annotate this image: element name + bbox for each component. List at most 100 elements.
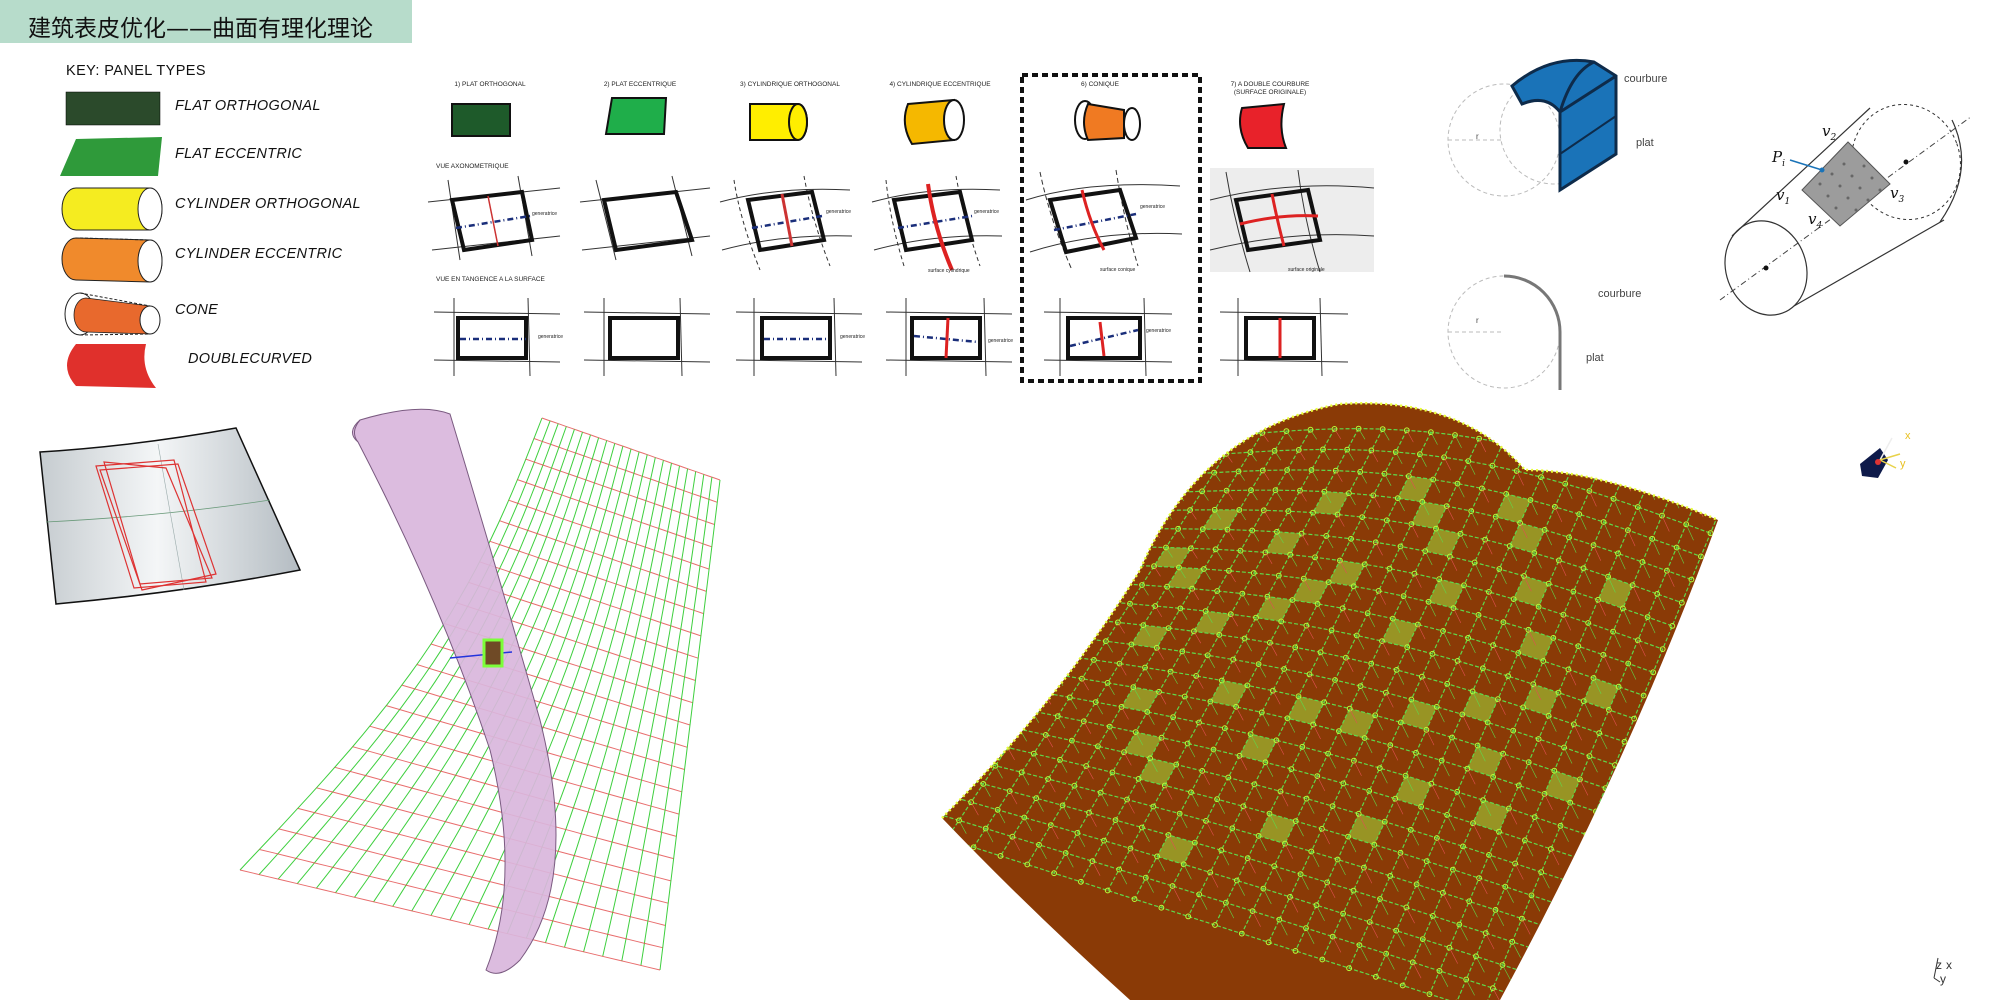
highlight-panel [1583, 677, 1619, 710]
rationalized-surface [941, 402, 1719, 1000]
label-v4: v4 [1808, 210, 1823, 231]
axo-2 [579, 175, 711, 261]
cone-panel [1801, 141, 1891, 227]
gizmo-label-y: y [1900, 458, 1906, 470]
annotation-generatrice-t3: generatrice [840, 334, 866, 340]
legend-label-flat-orthogonal: FLAT ORTHOGONAL [175, 98, 321, 114]
col-header-7: 7) A DOUBLE COURBURE (SURFACE ORIGINALE) [1230, 81, 1310, 96]
highlight-panel [1411, 501, 1447, 529]
annotation-generatrice-1: generatrice [532, 211, 558, 217]
label-radius-top: r [1476, 132, 1479, 141]
row-label-tangent: VUE EN TANGENCE A LA SURFACE [436, 276, 545, 283]
highlight-panel [1287, 696, 1325, 725]
legend-label-cone: CONE [175, 302, 219, 318]
cone-column-highlight [1020, 73, 1202, 383]
icon-double-courbure [1239, 102, 1288, 149]
grid-lines [239, 417, 721, 971]
title-bar [0, 0, 412, 43]
annotation-generatrice-4: generatrice [974, 209, 1000, 215]
curvature-diagrams [1447, 58, 1618, 390]
label-p-i: Pi [1772, 148, 1785, 169]
label-v2: v2 [1822, 122, 1837, 143]
panel-on-surface [39, 427, 302, 605]
highlight-panel [1121, 687, 1159, 712]
label-courbure-bottom: courbure [1598, 288, 1642, 300]
annotation-generatrice-6: generatrice [1140, 204, 1166, 210]
world-axis-icon [1933, 957, 1941, 983]
col-header-3: 3) CYLINDRIQUE ORTHOGONAL [740, 81, 840, 88]
highlight-panel [1138, 758, 1177, 786]
tan-6 [1043, 297, 1173, 377]
highlight-panel [1265, 531, 1302, 555]
ribbon-grid-diagram [239, 408, 721, 974]
selected-panel [482, 638, 504, 668]
highlight-panel [1518, 629, 1554, 662]
highlight-panel [1157, 834, 1195, 865]
bent-panel [1510, 58, 1618, 193]
label-courbure-top: courbure [1624, 73, 1668, 85]
legend-label-doublecurved: DOUBLECURVED [188, 351, 313, 367]
panel-types-table [427, 73, 1375, 383]
icon-cylindrique-eccentrique [903, 98, 965, 146]
row-label-axonometric: VUE AXONOMETRIQUE [436, 163, 509, 170]
highlight-panel [1338, 708, 1376, 739]
axo-1 [427, 175, 561, 261]
legend-label-cylinder-orthogonal: CYLINDER ORTHOGONAL [175, 196, 361, 212]
label-v1: v1 [1776, 186, 1791, 207]
label-plat-top: plat [1636, 137, 1654, 149]
gizmo-label-x: x [1905, 430, 1911, 442]
annotation-surface-conique: surface conique [1100, 267, 1136, 273]
label-v3: v3 [1890, 184, 1905, 205]
highlight-panel [1193, 611, 1231, 635]
highlight-panel [1124, 732, 1162, 759]
highlight-panel [1509, 523, 1545, 553]
col-header-6: 6) CONIQUE [1081, 81, 1119, 88]
legend-swatches [60, 91, 163, 388]
tan-3 [735, 297, 863, 377]
icon-plat-eccentrique [604, 97, 668, 135]
highlight-panel [1400, 699, 1437, 730]
highlight-panel [1397, 476, 1434, 502]
highlight-panel [1131, 625, 1169, 648]
legend-title: KEY: PANEL TYPES [66, 63, 206, 79]
annotation-generatrice-3: generatrice [826, 209, 852, 215]
highlight-panel [1513, 576, 1549, 607]
label-radius-bottom: r [1476, 316, 1479, 325]
mesh-surface [942, 403, 1718, 1000]
icon-cylindrique-orthogonal [749, 103, 808, 141]
annotation-generatrice-t6: generatrice [1146, 328, 1172, 334]
world-axis-y: y [1940, 972, 1946, 986]
page-title: 建筑表皮优化——曲面有理化理论 [28, 16, 373, 42]
swatch-flat-orthogonal [65, 91, 161, 126]
highlight-panel [1395, 775, 1432, 807]
highlight-panel [1495, 493, 1531, 524]
axo-7 [1209, 168, 1375, 273]
highlight-panel [1328, 560, 1365, 587]
highlight-panel [1425, 528, 1461, 557]
swatch-doublecurved [67, 344, 156, 388]
cone-diagram [1719, 103, 1973, 316]
annotation-surface-originale: surface originale [1288, 267, 1325, 273]
col-header-2: 2) PLAT ECCENTRIQUE [603, 81, 677, 88]
orientation-gizmo [1860, 437, 1901, 478]
highlight-panel [1428, 579, 1465, 609]
ribbon-surface [352, 408, 557, 974]
highlight-panel [1313, 491, 1349, 515]
swatch-cone [64, 292, 161, 336]
icon-plat-orthogonal [451, 103, 511, 137]
world-axis-x: x [1946, 958, 1952, 972]
tan-7 [1219, 297, 1349, 377]
col-header-1: 1) PLAT ORTHOGONAL [454, 81, 526, 88]
legend-label-flat-eccentric: FLAT ECCENTRIC [175, 146, 303, 162]
annotation-generatrice-t1: generatrice [538, 334, 564, 340]
axo-6 [1025, 169, 1183, 271]
highlight-panel [1258, 813, 1296, 844]
highlight-panel [1348, 813, 1385, 845]
highlight-panel [1292, 578, 1329, 604]
label-plat-bottom: plat [1586, 352, 1604, 364]
col-header-4: 4) CYLINDRIQUE ECCENTRIQUE [889, 81, 991, 88]
highlight-panel [1210, 680, 1248, 707]
swatch-cylinder-orthogonal [61, 187, 163, 231]
swatch-flat-eccentric [60, 137, 162, 176]
highlight-panel [1462, 691, 1498, 723]
